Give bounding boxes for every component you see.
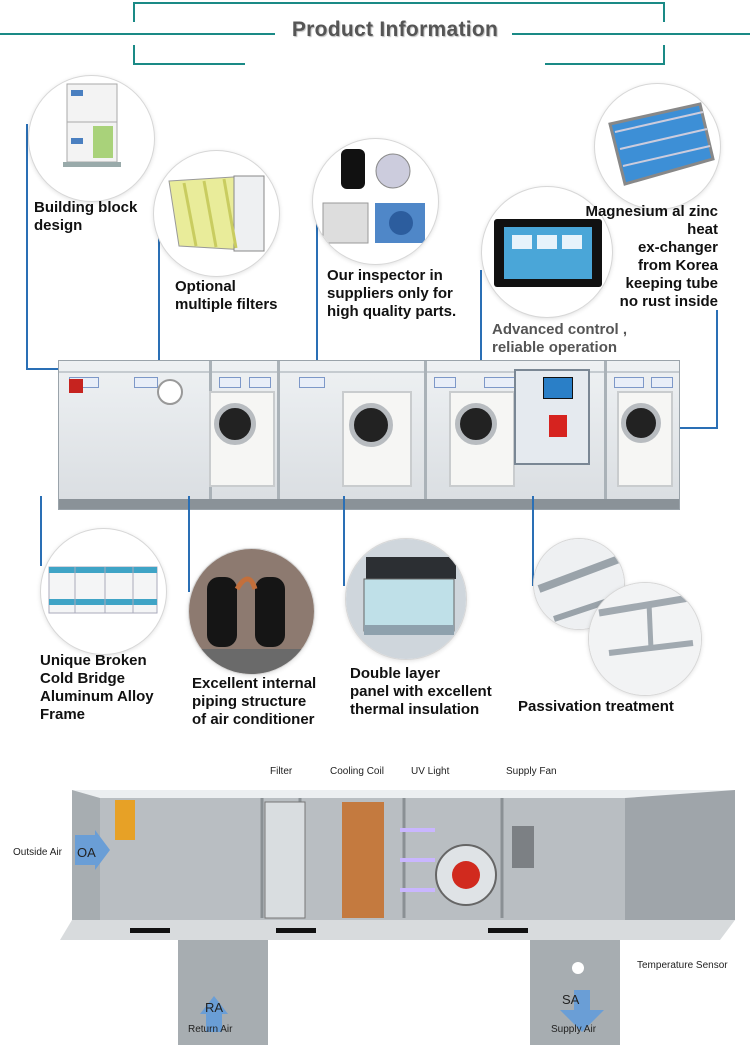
title-rule-right <box>512 33 750 35</box>
piping-label: Excellent internal piping structure of a… <box>192 675 317 728</box>
return-air-label: Return Air <box>188 1024 233 1035</box>
inspector-label: Our inspector in suppliers only for high… <box>327 267 457 320</box>
outside-air-badge: OA <box>77 845 96 860</box>
frame-label: Unique Broken Cold Bridge Aluminum Alloy… <box>40 652 154 723</box>
panel-label: Double layer panel with excellent therma… <box>350 665 492 718</box>
control-panel-image <box>481 186 613 318</box>
ahu-cutaway-diagram <box>60 790 735 1045</box>
piping-image <box>188 548 315 675</box>
temperature-sensor-label: Temperature Sensor <box>637 960 728 971</box>
heat-exchanger-image <box>594 83 721 210</box>
inspector-parts-image <box>312 138 439 265</box>
page-title: Product Information <box>291 18 499 41</box>
filters-label: Optional multiple filters <box>175 278 278 313</box>
return-air-badge: RA <box>205 1000 224 1015</box>
supply-air-label: Supply Air <box>551 1024 597 1035</box>
supply-air-badge: SA <box>562 992 580 1007</box>
passivation-image-2 <box>588 582 702 696</box>
filter-image <box>153 150 280 277</box>
supply-fan-label: Supply Fan <box>506 766 557 777</box>
panel-image <box>345 538 467 660</box>
cooling-coil-label: Cooling Coil <box>330 766 384 777</box>
heat-exchanger-label: Magnesium al zinc heat ex-changer from K… <box>585 203 718 310</box>
building-block-image <box>28 75 155 202</box>
passivation-image-1 <box>533 538 625 630</box>
control-label: Advanced control , reliable operation <box>492 321 628 356</box>
uv-light-label: UV Light <box>411 766 450 777</box>
air-handling-unit <box>58 360 680 510</box>
frame-image <box>40 528 167 655</box>
outside-air-label: Outside Air <box>13 847 62 858</box>
filter-component-label: Filter <box>270 766 293 777</box>
title-rule-left <box>0 33 275 35</box>
passivation-label: Passivation treatment <box>518 698 674 715</box>
building-block-label: Building block design <box>34 199 138 234</box>
